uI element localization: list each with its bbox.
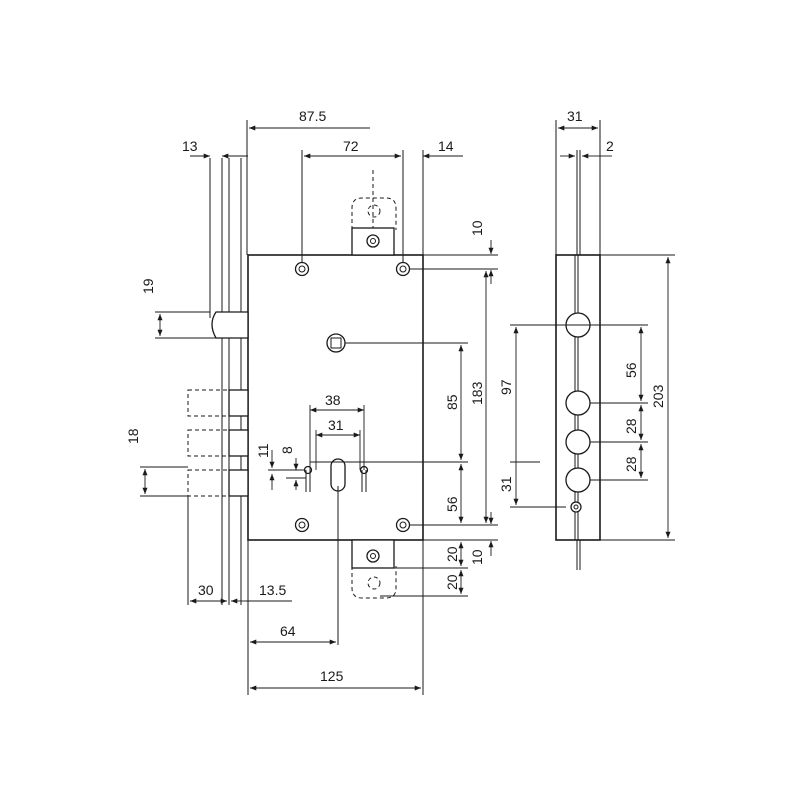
- lower-keeper-tab: [351, 539, 397, 599]
- upper-keeper-tab: [351, 197, 397, 256]
- side-dim-203: 203: [650, 384, 666, 408]
- dimension-lines: [142, 125, 494, 691]
- mounting-holes: [294, 261, 411, 533]
- side-dim-28-b: 28: [623, 456, 639, 472]
- dim-10-top: 10: [469, 220, 485, 236]
- side-dim-2: 2: [606, 138, 614, 154]
- dim-19: 19: [140, 278, 156, 294]
- dim-8: 8: [279, 446, 295, 454]
- dim-18: 18: [125, 428, 141, 444]
- dim-56-lower: 56: [444, 496, 460, 512]
- dim-125: 125: [320, 668, 344, 684]
- side-dimension-lines: [513, 125, 671, 538]
- dead-bolts: [187, 389, 249, 497]
- dim-183: 183: [469, 381, 485, 405]
- front-view: 87.5 72 13 14 10 19 18 183 85 38 31 11 8…: [125, 108, 498, 695]
- latch-bolt: [211, 311, 249, 339]
- dim-14: 14: [438, 138, 454, 154]
- dim-13-5: 13.5: [259, 582, 286, 598]
- lock-case: [247, 254, 424, 541]
- side-dim-56: 56: [623, 362, 639, 378]
- side-view: 31 2 56 97 203 28 28 31: [498, 108, 675, 570]
- side-dim-97: 97: [498, 379, 514, 395]
- side-dim-31-bottom: 31: [498, 476, 514, 492]
- dim-31-cyl: 31: [328, 417, 344, 433]
- spindle-square: [326, 333, 346, 353]
- dim-38: 38: [325, 392, 341, 408]
- dim-85: 85: [444, 394, 460, 410]
- faceplate: [209, 158, 242, 605]
- dim-72: 72: [343, 138, 359, 154]
- dim-64: 64: [280, 623, 296, 639]
- side-dim-31-top: 31: [567, 108, 583, 124]
- dim-11: 11: [255, 443, 271, 458]
- side-dim-28-a: 28: [623, 418, 639, 434]
- dim-20-a: 20: [444, 546, 460, 562]
- dim-20-b: 20: [444, 574, 460, 590]
- dim-10-bottom: 10: [469, 549, 485, 565]
- dim-30: 30: [198, 582, 214, 598]
- dim-87-5: 87.5: [299, 108, 326, 124]
- dim-13: 13: [182, 138, 198, 154]
